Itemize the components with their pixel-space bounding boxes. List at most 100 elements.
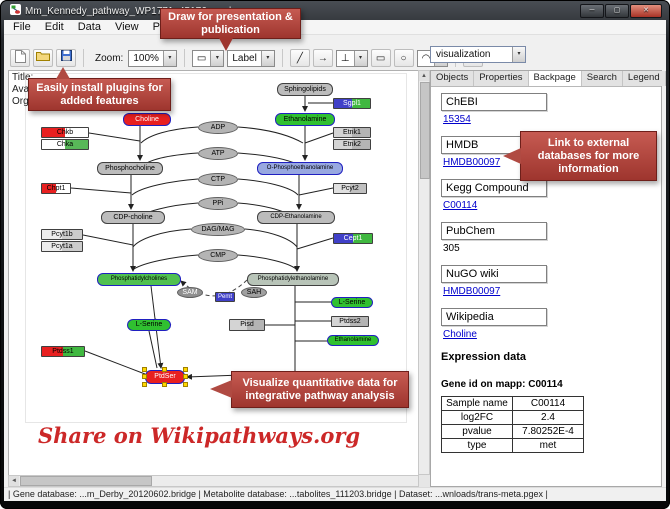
pathway-node-cdp-ethanolamine[interactable]: CDP-Ethanolamine [257,211,335,224]
pathway-node-chka[interactable]: Chka [41,139,89,150]
maximize-button[interactable]: ▢ [605,4,629,18]
save-button[interactable] [56,49,76,67]
pathway-node-sgpl1[interactable]: Sgpl1 [333,98,371,109]
window-title: Mm_Kennedy_pathway_WP1771_45176.gpml [25,5,232,17]
chevron-down-icon[interactable]: ▾ [260,51,274,66]
selection-handle[interactable] [183,367,188,372]
vertical-scrollbar[interactable]: ▲ [418,70,430,475]
datanode-template-combo[interactable]: ▭▾ [191,50,225,67]
pathway-node-choline[interactable]: Choline [123,113,171,126]
xref-value-nugo-wiki[interactable]: HMDB00097 [443,286,501,297]
pathway-node-adp[interactable]: ADP [198,121,238,134]
line-tool-button[interactable]: ╱ [289,49,310,67]
pathway-node-ethanolamine[interactable]: Ethanolamine [327,335,379,346]
pathway-node-ptdss1[interactable]: Ptdss1 [41,346,85,357]
title-label: Title: [12,72,34,83]
menu-file[interactable]: File [13,21,31,33]
pathway-node-etnk1[interactable]: Etnk1 [333,127,371,138]
selection-handle[interactable] [142,367,147,372]
pathway-node-pemt[interactable]: Pemt [215,292,235,302]
pathway-node-cmp[interactable]: CMP [198,249,238,262]
shape-type-combo-value: ◠ [421,53,431,64]
toolbar-separator [83,49,84,67]
pathway-node-phosphocholine[interactable]: Phosphocholine [97,162,163,175]
tab-backpage[interactable]: Backpage [528,71,582,86]
xref-value-wikipedia[interactable]: Choline [443,329,477,340]
chevron-down-icon[interactable]: ▾ [353,51,367,66]
selection-handle[interactable] [142,382,147,387]
visualization-combo[interactable]: visualization ▾ [430,46,526,63]
title-bar[interactable]: Mm_Kennedy_pathway_WP1771_45176.gpml ─ ▢… [10,3,662,19]
tab-properties[interactable]: Properties [474,71,529,86]
toolbar-separator [183,49,185,67]
pathway-node-l-serine[interactable]: L-Serine [331,297,373,308]
app-icon [10,4,21,18]
pathway-node-pcyt1a[interactable]: Pcyt1a [41,241,83,252]
menu-data[interactable]: Data [77,21,101,33]
oval-tool-button[interactable]: ○ [393,49,414,67]
pathway-node-o-phosphoethanolamine[interactable]: O-Phosphoethanolamine [257,162,343,175]
tab-search[interactable]: Search [581,71,623,86]
xref-header-kegg-compound: Kegg Compound [441,179,547,197]
pathway-node-etnk2[interactable]: Etnk2 [333,139,371,150]
label-template-combo[interactable]: Label▾ [227,50,275,67]
pathway-node-pcyt2[interactable]: Pcyt2 [333,183,367,194]
pathway-node-phosphatidylcholines[interactable]: Phosphatidylcholines [97,273,181,286]
close-button[interactable]: ✕ [630,4,662,18]
pathway-node-ctp[interactable]: CTP [198,173,238,186]
selection-handle[interactable] [183,382,188,387]
status-bar: | Gene database: ...m_Derby_20120602.bri… [4,487,666,501]
table-cell: type [441,438,513,453]
menu-edit[interactable]: Edit [44,21,64,33]
pathway-node-sam[interactable]: SAM [177,287,203,298]
vertical-scrollbar-thumb[interactable] [420,82,430,179]
rect-tool-button[interactable]: ▭ [370,49,391,67]
pathway-node-atp[interactable]: ATP [198,147,238,160]
pathway-node-sah[interactable]: SAH [241,287,267,298]
label-template-combo-value: Label [232,53,257,64]
tab-objects[interactable]: Objects [431,71,475,86]
pathway-node-sphingolipids[interactable]: Sphingolipids [277,83,333,96]
selection-handle[interactable] [162,382,167,387]
pathway-node-pcyt1b[interactable]: Pcyt1b [41,229,83,240]
pathway-node-pisd[interactable]: Pisd [229,319,265,331]
chevron-down-icon[interactable]: ▾ [512,47,525,62]
pathway-node-l-serine[interactable]: L-Serine [127,319,171,331]
pathway-node-ethanolamine[interactable]: Ethanolamine [275,113,335,126]
scroll-left-icon[interactable]: ◄ [9,476,19,486]
pathway-node-chkb[interactable]: Chkb [41,127,89,138]
zoom-value: 100% [133,53,159,64]
chevron-down-icon[interactable]: ▾ [210,51,224,66]
selection-handle[interactable] [162,367,167,372]
callout-install-plugins: Easily install plugins for added feature… [28,78,171,111]
pathway-node-ppi[interactable]: PPi [198,197,238,210]
arrow-tool-button[interactable]: → [312,49,333,67]
horizontal-scrollbar[interactable]: ◄ [8,475,419,487]
minimize-button[interactable]: ─ [580,4,604,18]
horizontal-scrollbar-thumb[interactable] [20,476,152,486]
chevron-down-icon[interactable]: ▾ [162,51,176,66]
xref-value-kegg-compound[interactable]: C00114 [443,200,478,211]
tab-legend[interactable]: Legend [622,71,666,86]
pathway-node-cept1[interactable]: Cept1 [333,233,373,244]
xref-value-hmdb[interactable]: HMDB00097 [443,157,501,168]
line-type-combo[interactable]: ⊥▾ [335,50,368,67]
pathway-node-chpt1[interactable]: Chpt1 [41,183,71,194]
new-file-button[interactable] [10,49,30,67]
open-file-button[interactable] [33,49,53,67]
xref-value-chebi[interactable]: 15354 [443,114,471,125]
pathway-node-cdp-choline[interactable]: CDP-choline [101,211,165,224]
zoom-combo[interactable]: 100%▾ [128,50,177,67]
selection-handle[interactable] [142,374,147,379]
pathway-node-phosphatidylethanolamine[interactable]: Phosphatidylethanolamine [247,273,339,286]
pathway-node-dag-mag[interactable]: DAG/MAG [191,223,245,236]
menu-view[interactable]: View [114,21,139,33]
scroll-up-icon[interactable]: ▲ [419,71,429,81]
share-text: Share on Wikipathways.org [38,423,361,448]
selection-handle[interactable] [183,374,188,379]
pathway-node-ptdss2[interactable]: Ptdss2 [331,316,369,327]
table-cell: 2.4 [512,410,584,425]
